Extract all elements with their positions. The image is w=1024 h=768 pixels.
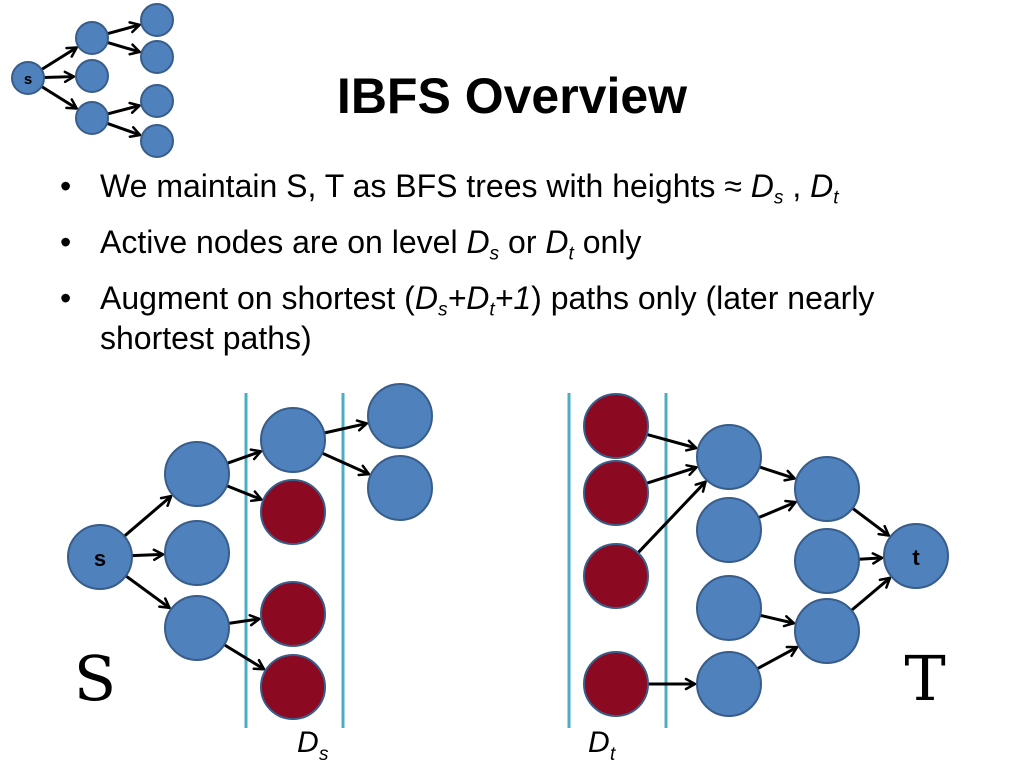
edge-arrow xyxy=(636,480,707,554)
tree-t-node xyxy=(696,651,762,717)
slide-title: IBFS Overview xyxy=(336,68,688,124)
bullet-text: Active nodes are on level xyxy=(100,224,467,260)
edge-arrow xyxy=(107,101,141,116)
tree-t-node xyxy=(794,456,860,522)
tree-s-active-node xyxy=(260,654,326,720)
edge-arrow xyxy=(226,484,263,503)
bullet-text: D xyxy=(466,224,490,260)
edge-arrow xyxy=(106,41,141,56)
edge-arrow xyxy=(321,451,371,477)
logo-source-label: s xyxy=(24,71,32,88)
edge-arrow xyxy=(124,574,171,610)
logo-node xyxy=(140,40,174,74)
edge-arrow xyxy=(757,499,797,520)
bullet-text: D xyxy=(750,168,774,204)
edge-arrow xyxy=(850,576,892,612)
tree-t-node xyxy=(794,598,860,664)
bullet-item: We maintain S, T as BFS trees with heigh… xyxy=(60,166,980,209)
bullet-text: s xyxy=(773,187,784,209)
tree-t-active-node xyxy=(583,543,649,609)
bullet-text: D xyxy=(414,280,438,316)
edge-arrow xyxy=(226,448,263,465)
edge-arrow xyxy=(646,464,698,485)
tree-t-active-node xyxy=(583,460,649,526)
sink-node-t xyxy=(883,523,949,589)
edge-arrow xyxy=(759,613,796,628)
tree-s-node xyxy=(164,441,230,507)
edge-arrow xyxy=(646,433,698,452)
source-label: s xyxy=(94,546,106,571)
edge-arrow xyxy=(40,85,78,110)
bullet-text: t xyxy=(568,243,574,265)
edge-arrow xyxy=(228,614,261,627)
bullet-text: or xyxy=(499,224,546,260)
logo-node xyxy=(75,21,109,55)
tree-s-node xyxy=(164,595,230,661)
bullet-text: s xyxy=(489,243,500,265)
edge-arrow xyxy=(851,507,891,537)
edge-arrow xyxy=(758,465,796,482)
bullet-text: +1 xyxy=(494,280,532,316)
bullet-text: +D xyxy=(447,280,490,316)
tree-t-big-label: T xyxy=(904,642,945,715)
bullet-text: only xyxy=(573,224,642,260)
tree-s-big-label: S xyxy=(74,642,116,715)
bullet-text: t xyxy=(833,187,839,209)
tree-s-node xyxy=(367,383,433,449)
bullet-text: We maintain S, T as BFS trees with heigh… xyxy=(100,168,751,204)
tree-s-active-node xyxy=(260,479,326,545)
tree-t-node xyxy=(794,528,860,594)
logo-node xyxy=(140,84,174,118)
logo-node xyxy=(140,3,174,37)
bullet-item: Augment on shortest (Ds+Dt+1) paths only… xyxy=(60,278,980,358)
edge-arrow xyxy=(40,46,78,71)
tree-s-node xyxy=(260,407,326,473)
sink-label: t xyxy=(912,545,920,570)
logo-node xyxy=(75,59,109,93)
tree-t-active-node xyxy=(583,393,649,459)
tree-s-node xyxy=(367,455,433,521)
bullet-item: Active nodes are on level Ds or Dt only xyxy=(60,222,980,265)
bullet-text: s xyxy=(437,299,448,321)
bullet-text: , xyxy=(783,168,811,204)
tree-t-node xyxy=(696,497,762,563)
edge-arrow xyxy=(756,645,799,671)
edge-arrow xyxy=(107,21,141,36)
tree-s-node xyxy=(164,520,230,586)
logo-node xyxy=(140,124,174,158)
edge-arrow xyxy=(43,70,76,84)
tree-t-node xyxy=(696,575,762,641)
bullet-text: D xyxy=(810,168,834,204)
source-node-s xyxy=(67,524,133,590)
level-label-dt: D xyxy=(588,726,610,759)
edge-arrow xyxy=(131,548,165,562)
level-label-ds-sub: s xyxy=(319,744,329,765)
bullet-text: D xyxy=(545,224,569,260)
edge-arrow xyxy=(223,643,266,671)
edge-arrow xyxy=(858,552,884,565)
edge-arrow xyxy=(323,419,369,435)
bullet-list: We maintain S, T as BFS trees with heigh… xyxy=(60,166,980,374)
level-label-ds: D xyxy=(297,726,319,759)
edge-arrow xyxy=(106,121,142,138)
bullet-text: ) paths only (later nearly shortest path… xyxy=(100,280,875,356)
tree-t-node xyxy=(696,424,762,490)
bullet-text: t xyxy=(489,299,495,321)
level-label-dt-sub: t xyxy=(610,744,616,765)
logo-source-node xyxy=(11,61,45,95)
logo-node xyxy=(75,101,109,135)
bullet-text: Augment on shortest ( xyxy=(100,280,415,316)
tree-t-active-node xyxy=(583,651,649,717)
tree-s-active-node xyxy=(260,581,326,647)
edge-arrow xyxy=(123,494,173,538)
